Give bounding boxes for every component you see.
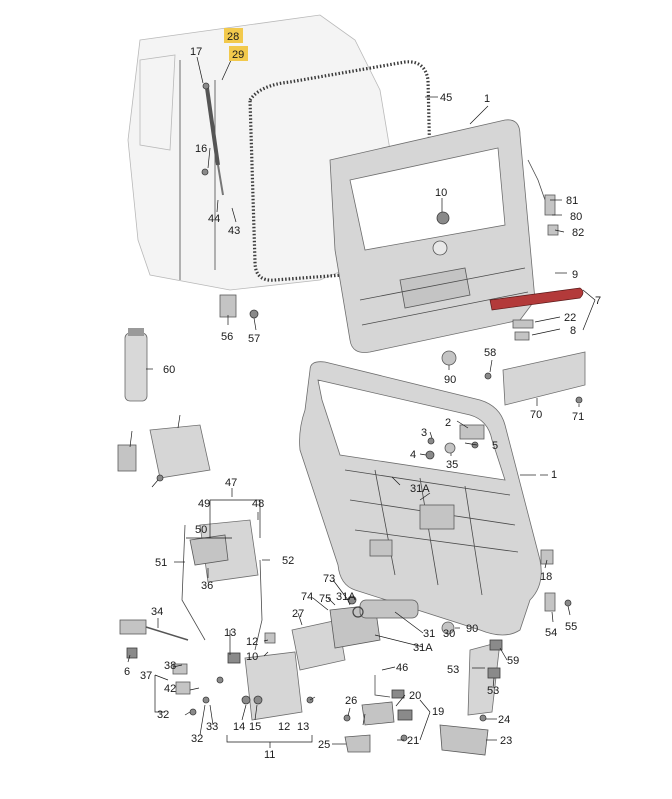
label-6: 6 (124, 666, 130, 678)
label-48: 50 (195, 524, 207, 536)
label-57: 58 (484, 347, 496, 359)
label-18: 18 (540, 571, 552, 583)
label-2: 2 (445, 417, 451, 429)
label-36: 35 (446, 459, 458, 471)
upper-tailgate-panel (329, 119, 536, 353)
label-45: 47 (225, 477, 237, 489)
vehicle-body-outline (127, 14, 396, 291)
label-71: 75 (319, 593, 331, 605)
label-55: 56 (221, 331, 233, 343)
label-61: 71 (572, 411, 584, 423)
label-12-left: 12 (246, 636, 258, 648)
label-1-upper: 1 (484, 93, 490, 105)
label-21: 21 (407, 735, 419, 747)
label-31A-upper: 31A (410, 483, 430, 495)
label-46: 48 (252, 498, 264, 510)
callout-lines (127, 56, 596, 748)
lock-assembly-parts (117, 424, 572, 756)
label-5: 5 (492, 440, 498, 452)
gas-strut (201, 82, 224, 196)
label-50: 52 (282, 555, 294, 567)
label-11: 11 (264, 749, 275, 761)
label-3: 3 (421, 427, 427, 439)
label-7: 7 (595, 295, 601, 307)
label-73: 81 (566, 195, 578, 207)
label-58: 59 (507, 655, 519, 667)
label-51: 53 (447, 664, 459, 676)
label-30: 30 (443, 628, 455, 640)
label-54: 55 (565, 621, 577, 633)
label-12-lower: 12 (278, 721, 290, 733)
label-31A-lower: 31A (413, 642, 433, 654)
label-28: 28 (227, 31, 239, 43)
label-72: 80 (570, 211, 582, 223)
label-25: 25 (318, 739, 330, 751)
label-1-lower: 1 (551, 469, 557, 481)
label-4: 4 (410, 449, 416, 461)
label-42: 44 (208, 213, 220, 225)
label-60: 70 (530, 409, 542, 421)
label-17: 17 (190, 46, 202, 58)
upper-small-parts (124, 159, 586, 406)
label-16: 16 (195, 143, 207, 155)
label-43: 45 (440, 92, 452, 104)
label-19: 19 (432, 706, 444, 718)
label-13-left: 13 (224, 627, 236, 639)
label-14: 14 (233, 721, 245, 733)
label-52: 53 (487, 685, 499, 697)
label-75: 90 (444, 374, 456, 386)
label-41: 43 (228, 225, 240, 237)
label-65: 73 (323, 573, 335, 585)
label-39: 38 (164, 660, 176, 672)
label-40: 42 (164, 683, 176, 695)
label-38: 37 (140, 670, 152, 682)
label-47: 49 (198, 498, 210, 510)
label-15: 15 (249, 721, 261, 733)
label-35: 34 (151, 606, 163, 618)
label-20: 20 (409, 690, 421, 702)
label-31A-mid: 31A (336, 591, 356, 603)
label-29: 29 (232, 49, 244, 61)
label-59: 60 (163, 364, 175, 376)
label-27: 27 (292, 608, 304, 620)
label-56: 57 (248, 333, 260, 345)
label-10: 10 (435, 187, 447, 199)
label-74: 82 (572, 227, 584, 239)
label-10-left: 10 (246, 651, 258, 663)
label-9: 9 (572, 269, 578, 281)
label-31: 31 (423, 628, 435, 640)
label-22: 22 (564, 312, 576, 324)
hinge-parts (425, 424, 485, 460)
part-labels: 28 29 17 45 1 16 44 43 10 81 80 82 9 7 2… (124, 31, 601, 761)
highlight-29 (229, 46, 248, 61)
label-23: 23 (500, 735, 512, 747)
label-90: 90 (466, 623, 478, 635)
label-70: 74 (301, 591, 313, 603)
label-8: 8 (570, 325, 576, 337)
label-53: 54 (545, 627, 557, 639)
label-44: 46 (396, 662, 408, 674)
label-24: 24 (498, 714, 510, 726)
label-37: 36 (201, 580, 213, 592)
highlight-28 (224, 28, 243, 43)
label-34: 33 (206, 721, 218, 733)
label-26: 26 (345, 695, 357, 707)
label-13-lower: 13 (297, 721, 309, 733)
label-32: 32 (157, 709, 169, 721)
label-49: 51 (155, 557, 167, 569)
label-33: 32 (191, 733, 203, 745)
